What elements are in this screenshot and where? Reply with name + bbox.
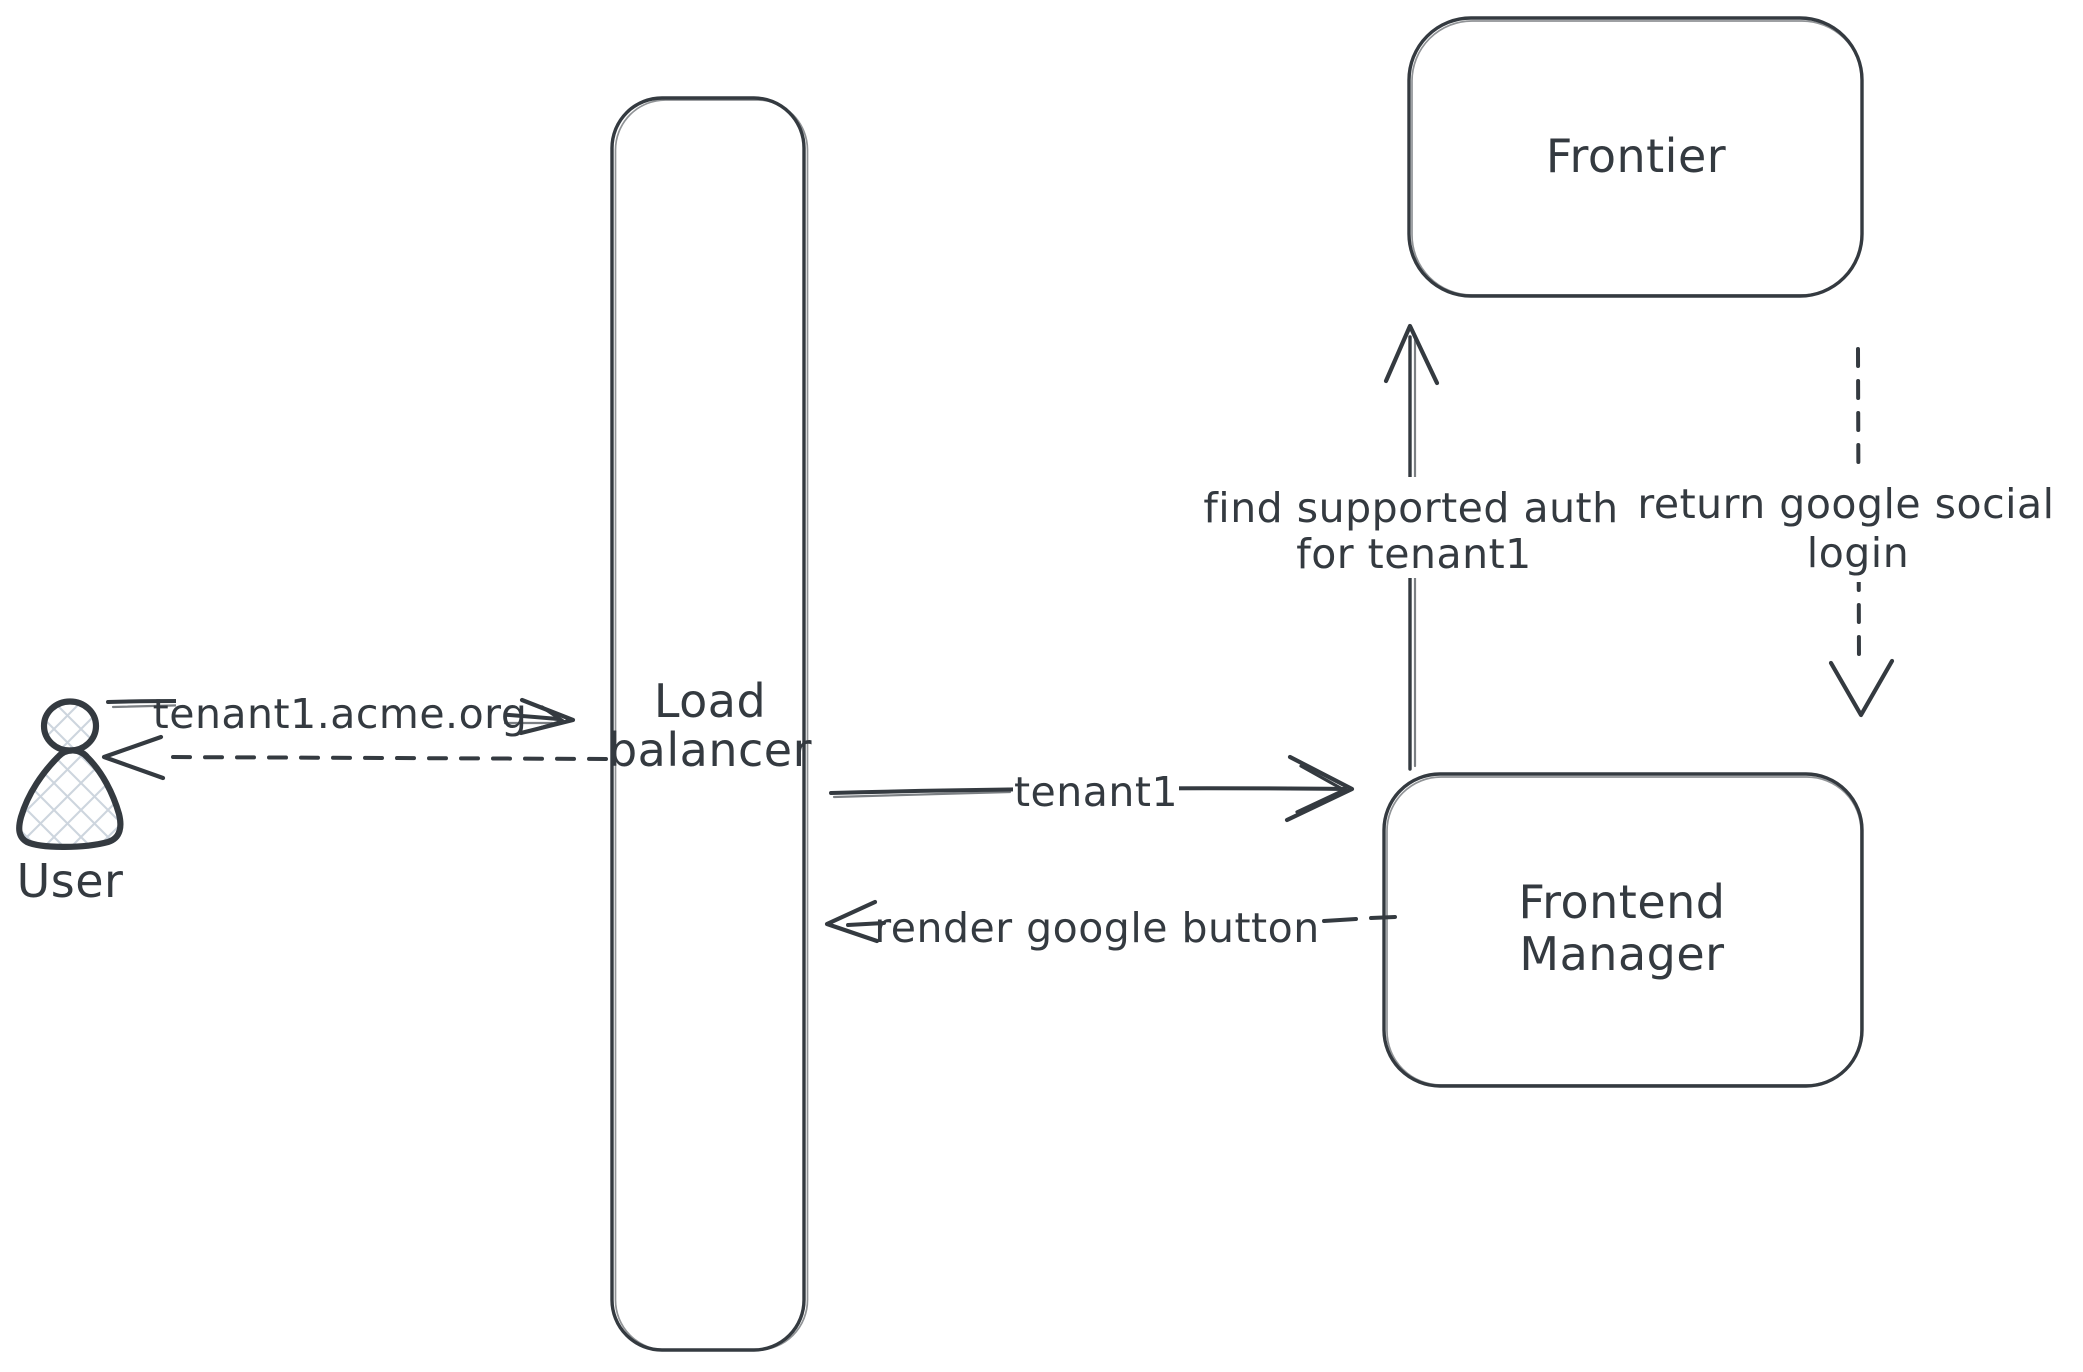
edge-frontend-manager-to-frontier: find supported auth for tenant1 <box>1202 323 1618 771</box>
node-frontend-manager: Frontend Manager <box>1382 772 1864 1088</box>
edge-label-line2: for tenant1 <box>1296 530 1531 578</box>
edge-label-line1: find supported auth <box>1203 484 1618 532</box>
edge-label: tenant1 <box>1014 768 1178 816</box>
frontend-manager-box-sketch <box>1386 776 1862 1086</box>
load-balancer-box-sketch <box>614 99 809 1351</box>
edge-load-balancer-to-frontend-manager: tenant1 <box>829 754 1355 823</box>
edge-line-sketch <box>832 790 1012 799</box>
frontend-manager-label-line2: Manager <box>1519 927 1724 981</box>
edge-label-bg <box>1013 756 1179 818</box>
edge-load-balancer-to-user <box>101 734 608 781</box>
edge-label-bg <box>176 689 504 738</box>
user-head-icon <box>40 698 100 754</box>
arrowhead-up <box>1383 323 1440 386</box>
load-balancer-label-line1: Load <box>654 674 766 728</box>
edge-label: tenant1.acme.org <box>153 690 528 738</box>
arrowhead-down <box>1828 658 1895 718</box>
frontier-label: Frontier <box>1546 129 1726 183</box>
user-body-icon <box>16 747 124 850</box>
edge-label-line2: login <box>1807 529 1909 577</box>
edge-label-bg <box>1648 472 2050 582</box>
edge-user-to-load-balancer: tenant1.acme.org <box>106 689 576 738</box>
frontend-manager-box <box>1382 772 1864 1088</box>
arrowhead-right-inner <box>538 705 565 730</box>
edge-line <box>1856 347 1861 666</box>
edge-dash-end <box>1322 915 1397 923</box>
arrowhead-left <box>101 734 166 781</box>
arrowhead-right-inner <box>1295 764 1346 814</box>
arrowhead-right <box>518 697 576 736</box>
node-frontier: Frontier <box>1407 16 1864 298</box>
arrowhead-left <box>824 899 880 944</box>
edge-frontend-manager-to-load-balancer: render google button <box>824 899 1397 952</box>
edge-label-bg <box>1202 477 1618 578</box>
user-label: User <box>17 854 124 908</box>
edge-label-line1: return google social <box>1637 480 2054 528</box>
edge-line <box>161 755 608 761</box>
node-load-balancer: Load balancer <box>608 96 812 1352</box>
actor-user: User <box>16 698 124 908</box>
frontend-manager-label-line1: Frontend <box>1518 875 1725 929</box>
edge-label: render google button <box>874 904 1319 952</box>
edge-dash-start <box>846 921 886 927</box>
load-balancer-label-line2: balancer <box>608 723 812 777</box>
arrowhead-right <box>1284 754 1355 823</box>
edge-frontier-to-frontend-manager: return google social login <box>1637 347 2054 718</box>
frontier-box-sketch <box>1411 20 1863 296</box>
